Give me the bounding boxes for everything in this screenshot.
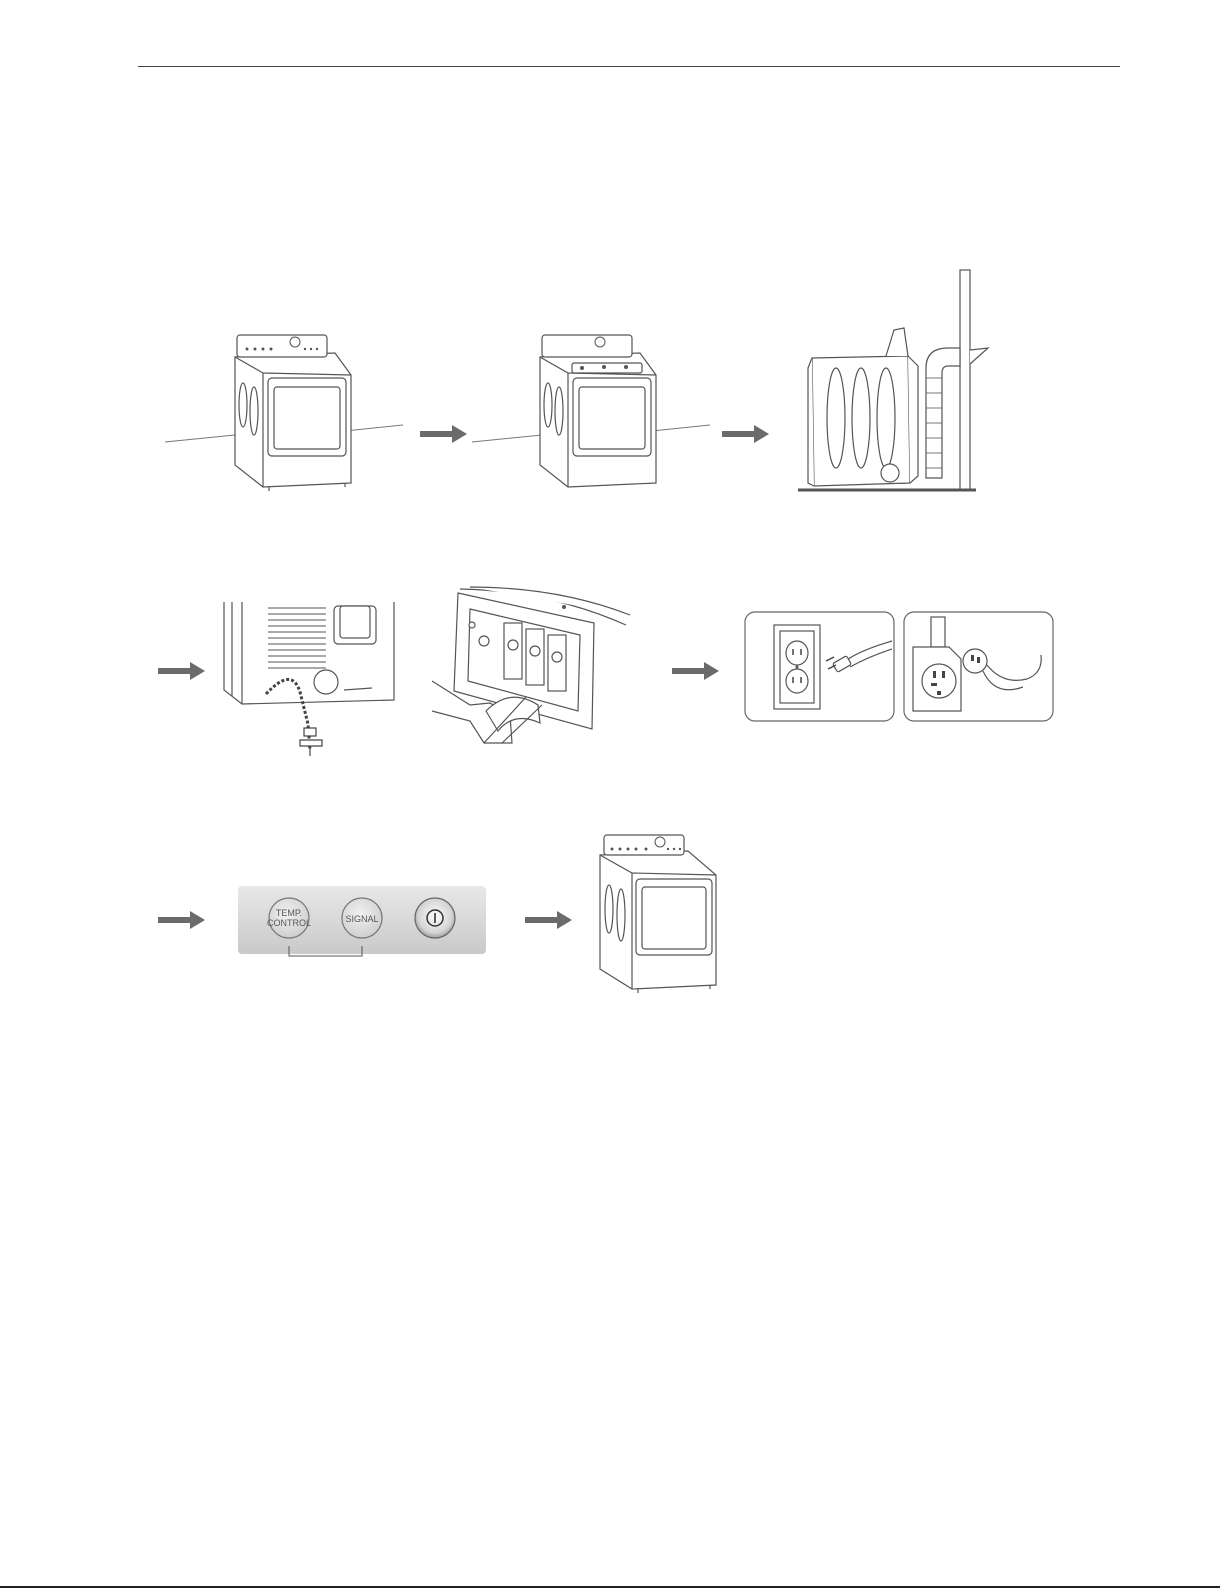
temp-control-label-line2: CONTROL <box>267 918 311 928</box>
dryer-test-run-figure <box>598 833 723 995</box>
arrow-right-icon <box>158 910 206 935</box>
arrow-right-icon <box>525 910 573 935</box>
header-rule <box>138 66 1120 67</box>
power-button[interactable] <box>415 898 455 938</box>
dryer-level-check-figure <box>472 325 717 495</box>
signal-button[interactable]: SIGNAL <box>342 898 382 938</box>
outlet-3-prong-panel <box>744 611 896 723</box>
signal-label: SIGNAL <box>345 914 378 924</box>
dryer-exhaust-vent-figure <box>798 268 998 500</box>
temp-control-label-line1: TEMP. <box>276 908 302 918</box>
dryer-leveled-figure <box>165 325 410 495</box>
terminal-block-wiring-figure <box>430 585 640 745</box>
arrow-right-icon <box>420 424 468 449</box>
arrow-right-icon <box>158 661 206 686</box>
dryer-rear-gas-connection-figure <box>222 600 402 758</box>
arrow-right-icon <box>722 424 770 449</box>
outlet-4-prong-panel <box>903 611 1055 723</box>
control-panel-figure: TEMP. CONTROL SIGNAL <box>238 886 488 966</box>
arrow-right-icon <box>672 661 720 686</box>
